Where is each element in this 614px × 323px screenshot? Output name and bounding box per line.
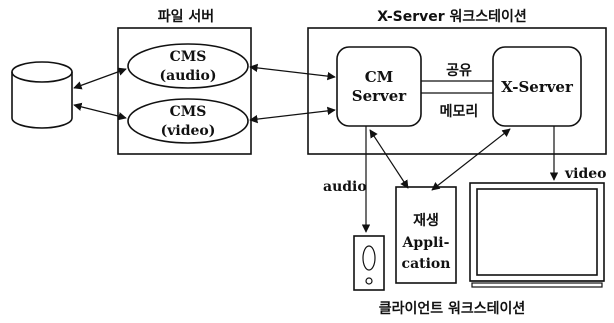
shared-memory-top-label: 공유 <box>446 63 472 79</box>
app-title-line2: Appli- <box>402 235 450 251</box>
cms-audio-node: CMS (audio) <box>127 43 249 89</box>
arrow-cms-video-cm-server <box>249 106 336 124</box>
cms-video-subtitle: (video) <box>161 123 216 139</box>
cms-video-node: CMS (video) <box>127 98 249 144</box>
xserver-title: X-Server <box>501 78 574 96</box>
arrow-cm-server-app <box>369 129 409 189</box>
arrow-db-cms-audio <box>73 67 127 90</box>
arrow-xserver-app <box>431 128 511 191</box>
cms-audio-title: CMS <box>170 49 207 65</box>
file-server-label: 파일 서버 <box>158 8 214 25</box>
cm-server-title: CM <box>365 68 394 86</box>
video-label: video <box>564 166 607 182</box>
playback-application-node: 재생 Appli- cation <box>395 186 457 284</box>
xserver-node: X-Server <box>492 46 582 127</box>
file-server-box <box>117 27 252 155</box>
cms-video-title: CMS <box>170 104 207 120</box>
app-title-line3: cation <box>402 256 451 272</box>
audio-label: audio <box>323 179 367 195</box>
cm-server-subtitle: Server <box>352 87 408 105</box>
app-title-korean: 재생 <box>413 213 439 229</box>
database-cylinder <box>11 61 73 129</box>
xserver-workstation-label: X-Server 워크스테이션 <box>377 8 527 25</box>
speaker-device <box>353 235 385 291</box>
monitor-device <box>469 182 605 288</box>
shared-memory-bottom-label: 메모리 <box>440 104 479 120</box>
cm-server-node: CM Server <box>336 46 422 127</box>
shared-memory-link: 공유 메모리 <box>421 63 493 120</box>
client-workstation-label: 클라이언트 워크스테이션 <box>379 300 526 317</box>
arrow-db-cms-video <box>73 102 127 121</box>
cms-audio-subtitle: (audio) <box>160 68 217 84</box>
arrow-cms-audio-cm-server <box>249 63 336 81</box>
